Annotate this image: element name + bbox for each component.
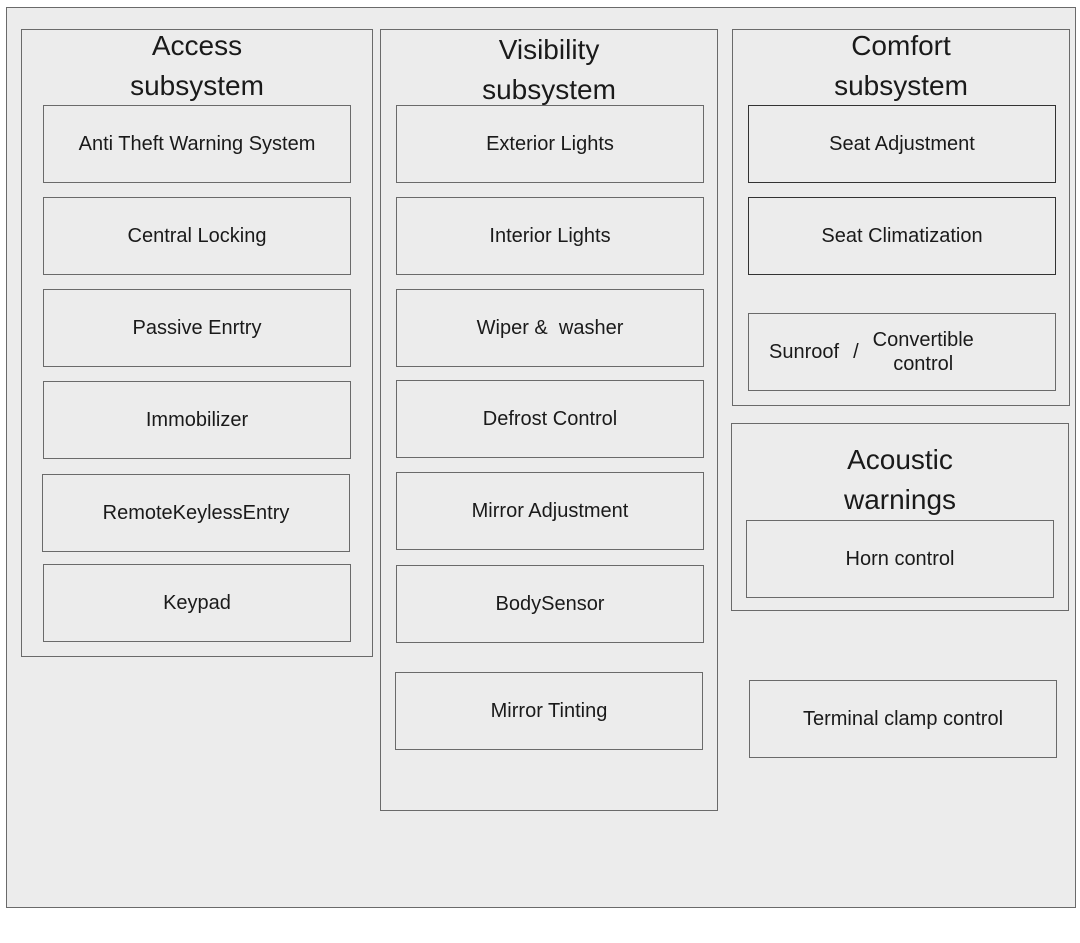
visibility-subsystem-title: Visibility subsystem [482, 34, 616, 105]
horn-control-label: Horn control [845, 548, 955, 570]
access-subsystem-group: Access subsystem Anti Theft Warning Syst… [21, 29, 373, 657]
keypad-label: Keypad [163, 592, 231, 614]
defrost-control-box: Defrost Control [396, 380, 704, 458]
passive-entry-box: Passive Enrtry [43, 289, 351, 367]
acoustic-warnings-title: Acoustic warnings [843, 444, 957, 515]
seat-climatization-box: Seat Climatization [748, 197, 1056, 275]
exterior-lights-box: Exterior Lights [396, 105, 704, 183]
anti-theft-warning-box: Anti Theft Warning System [43, 105, 351, 183]
central-locking-label: Central Locking [127, 225, 267, 247]
wiper-washer-box: Wiper & washer [396, 289, 704, 367]
keypad-box: Keypad [43, 564, 351, 642]
body-sensor-box: BodySensor [396, 565, 704, 643]
anti-theft-warning-label: Anti Theft Warning System [78, 133, 316, 155]
seat-adjustment-label: Seat Adjustment [829, 133, 975, 155]
defrost-control-label: Defrost Control [482, 408, 618, 430]
seat-climatization-label: Seat Climatization [821, 225, 983, 247]
body-sensor-label: BodySensor [495, 593, 605, 615]
interior-lights-label: Interior Lights [489, 225, 611, 247]
terminal-clamp-control-label: Terminal clamp control [802, 708, 1004, 730]
terminal-clamp-control-box: Terminal clamp control [749, 680, 1057, 758]
convertible-control-label: Convertible control [872, 329, 974, 375]
passive-entry-label: Passive Enrtry [132, 317, 262, 339]
sunroof-convertible-box: Sunroof / Convertible control [748, 313, 1056, 391]
acoustic-warnings-group: Acoustic warnings Horn control [731, 423, 1069, 611]
immobilizer-label: Immobilizer [145, 409, 249, 431]
remote-keyless-entry-box: RemoteKeylessEntry [42, 474, 350, 552]
remote-keyless-entry-label: RemoteKeylessEntry [102, 502, 290, 524]
horn-control-box: Horn control [746, 520, 1054, 598]
sunroof-label: Sunroof [769, 341, 840, 363]
central-locking-box: Central Locking [43, 197, 351, 275]
interior-lights-box: Interior Lights [396, 197, 704, 275]
mirror-adjustment-label: Mirror Adjustment [471, 500, 629, 522]
exterior-lights-label: Exterior Lights [486, 133, 614, 155]
immobilizer-box: Immobilizer [43, 381, 351, 459]
mirror-tinting-label: Mirror Tinting [490, 700, 608, 722]
mirror-tinting-box: Mirror Tinting [395, 672, 703, 750]
sunroof-slash: / [853, 341, 859, 363]
comfort-subsystem-title: Comfort subsystem [834, 30, 968, 101]
wiper-washer-label: Wiper & washer [476, 317, 624, 339]
access-subsystem-title: Access subsystem [130, 30, 264, 101]
seat-adjustment-box: Seat Adjustment [748, 105, 1056, 183]
mirror-adjustment-box: Mirror Adjustment [396, 472, 704, 550]
visibility-subsystem-group: Visibility subsystem Exterior Lights Int… [380, 29, 718, 811]
comfort-subsystem-group: Comfort subsystem Seat Adjustment Seat C… [732, 29, 1070, 406]
